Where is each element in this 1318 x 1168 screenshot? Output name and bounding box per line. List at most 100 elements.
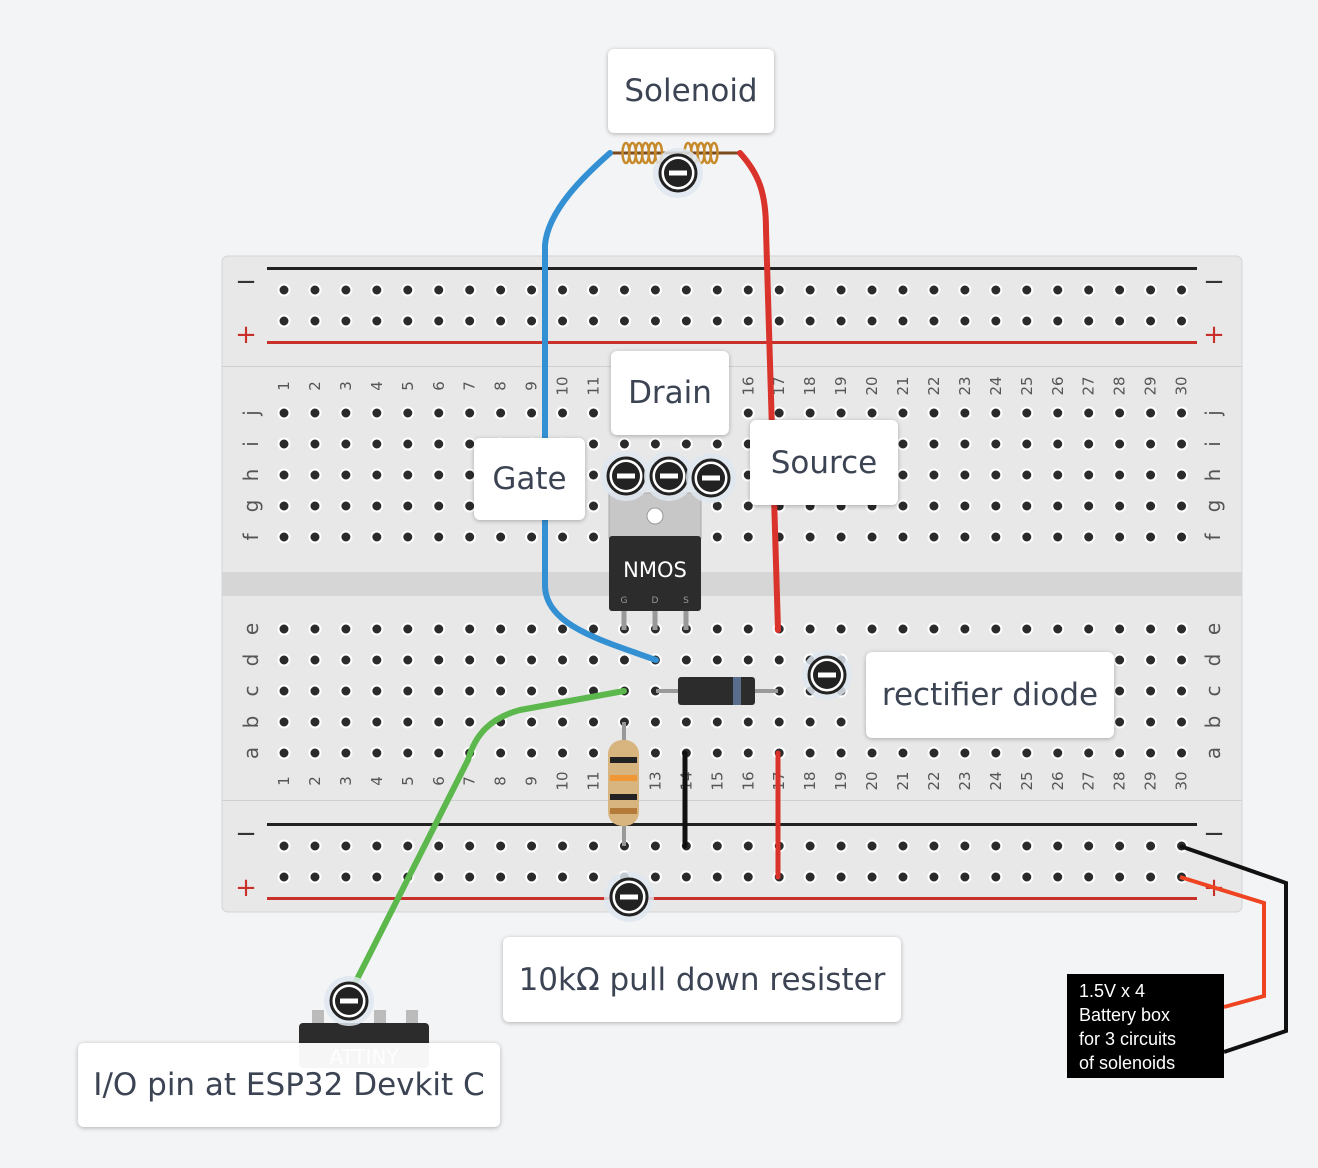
column-number: 10 <box>554 376 572 395</box>
hole <box>896 468 910 482</box>
hole <box>1051 530 1065 544</box>
row-letter: a <box>1201 747 1225 759</box>
hole <box>927 283 941 297</box>
hole <box>1082 468 1096 482</box>
column-number: 24 <box>987 771 1005 790</box>
hole <box>587 839 600 853</box>
hole <box>1020 530 1034 544</box>
hole <box>587 746 600 760</box>
hole <box>865 283 879 297</box>
row-letter: f <box>1201 533 1225 541</box>
hole <box>401 406 415 420</box>
hole <box>927 870 941 884</box>
hole <box>277 870 291 884</box>
hole <box>556 870 570 884</box>
hole <box>494 653 508 667</box>
hole <box>432 622 446 636</box>
column-number: 6 <box>430 381 448 391</box>
column-number: 26 <box>1049 771 1067 790</box>
column-number: 8 <box>492 381 510 391</box>
hole <box>1175 530 1189 544</box>
battery-note-line: 1.5V x 4 <box>1079 981 1146 1001</box>
hole <box>1020 839 1034 853</box>
hole <box>989 406 1003 420</box>
hole <box>989 622 1003 636</box>
hole <box>339 530 353 544</box>
column-number: 13 <box>646 771 664 790</box>
hole <box>896 283 910 297</box>
hole <box>834 530 848 544</box>
hole <box>927 746 941 760</box>
center-channel <box>222 572 1242 596</box>
hole <box>277 746 291 760</box>
resistor-band <box>610 775 637 781</box>
hole <box>710 870 724 884</box>
hole <box>741 715 755 729</box>
hole <box>463 283 477 297</box>
hole <box>401 684 415 698</box>
rail-plus-symbol: + <box>235 873 257 903</box>
hole <box>1144 653 1158 667</box>
hole <box>1051 283 1065 297</box>
hole <box>741 314 755 328</box>
column-number: 19 <box>832 771 850 790</box>
hole <box>494 406 508 420</box>
hole <box>1113 870 1127 884</box>
transistor-hole <box>646 507 664 525</box>
column-number: 27 <box>1080 376 1098 395</box>
column-number: 10 <box>554 771 572 790</box>
hole <box>432 406 446 420</box>
hole <box>741 406 755 420</box>
column-number: 1 <box>275 381 293 391</box>
hole <box>370 499 384 513</box>
hole <box>958 839 972 853</box>
hole <box>525 406 539 420</box>
hole <box>494 314 508 328</box>
hole <box>1082 499 1096 513</box>
hole <box>803 530 817 544</box>
hole <box>339 437 353 451</box>
hole <box>370 746 384 760</box>
hole <box>370 715 384 729</box>
hole <box>1113 437 1127 451</box>
hole <box>1144 839 1158 853</box>
transistor-pin-label: G <box>621 596 628 606</box>
hole <box>617 437 631 451</box>
hole <box>432 653 446 667</box>
column-number: 9 <box>523 381 541 391</box>
hole <box>1144 283 1158 297</box>
hole <box>803 406 817 420</box>
hole <box>710 314 724 328</box>
battery-note-line: for 3 circuits <box>1079 1029 1177 1049</box>
hole <box>463 530 477 544</box>
hole <box>494 870 508 884</box>
hole <box>648 715 662 729</box>
hole <box>679 437 693 451</box>
hole <box>834 839 848 853</box>
rail-minus-symbol: − <box>235 819 257 849</box>
hole <box>525 715 539 729</box>
hole <box>277 839 291 853</box>
hole <box>277 314 291 328</box>
hole <box>865 622 879 636</box>
hole <box>1082 406 1096 420</box>
row-letter: g <box>1201 500 1225 513</box>
hole <box>1082 530 1096 544</box>
hole <box>587 468 600 482</box>
hole <box>679 283 693 297</box>
rail-plus-symbol: + <box>1203 320 1225 350</box>
hole <box>989 499 1003 513</box>
hole <box>710 530 724 544</box>
hole <box>339 468 353 482</box>
marker-minus <box>702 475 720 481</box>
hole <box>432 684 446 698</box>
diode-body <box>678 677 755 705</box>
callout-solenoid: Solenoid <box>608 49 774 133</box>
hole <box>370 437 384 451</box>
hole <box>556 406 570 420</box>
hole <box>865 314 879 328</box>
battery-note-line: of solenoids <box>1079 1053 1176 1073</box>
callout-rectifier-diode: rectifier diode <box>866 652 1114 738</box>
hole <box>648 870 662 884</box>
hole <box>370 684 384 698</box>
